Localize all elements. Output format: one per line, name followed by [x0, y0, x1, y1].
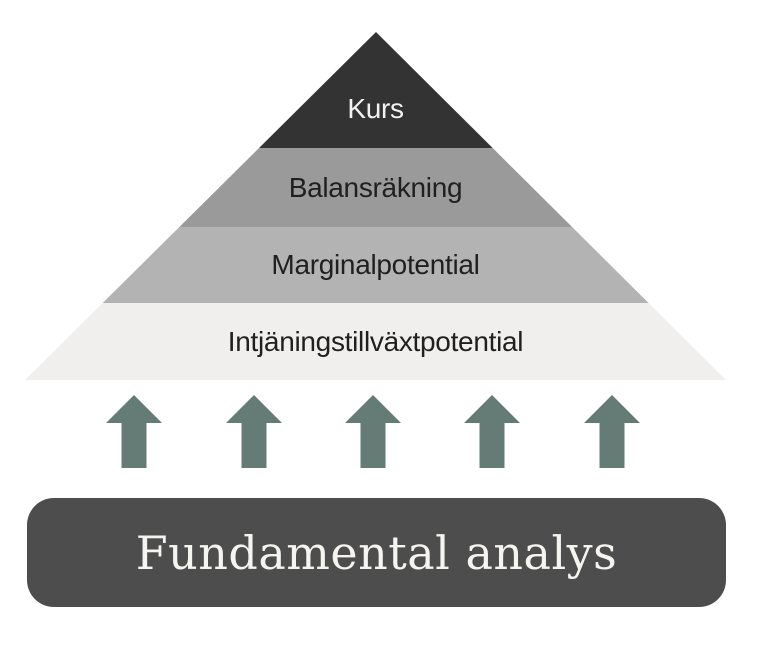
- up-arrow-icon: [584, 395, 640, 468]
- pyramid: Kurs Balansräkning Marginalpotential Int…: [25, 32, 726, 380]
- up-arrow-icon: [106, 395, 162, 468]
- up-arrow-icon: [464, 395, 520, 468]
- pyramid-level-intjaningstillvaxtpotential: Intjäningstillväxtpotential: [25, 303, 726, 380]
- pyramid-level-label: Kurs: [347, 93, 404, 124]
- pyramid-level-label: Marginalpotential: [271, 249, 480, 280]
- pyramid-level-label: Intjäningstillväxtpotential: [227, 325, 524, 357]
- pyramid-level-label: Balansräkning: [288, 171, 463, 203]
- base-box-label: Fundamental analys: [135, 525, 618, 580]
- up-arrow-icon: [226, 395, 282, 468]
- pyramid-level-kurs: Kurs: [25, 32, 726, 148]
- pyramid-level-balansrakning: Balansräkning: [25, 148, 726, 227]
- fundamental-analys-box: Fundamental analys: [27, 498, 726, 607]
- pyramid-level-marginalpotential: Marginalpotential: [25, 227, 726, 303]
- arrow-row: [0, 395, 768, 468]
- up-arrow-icon: [345, 395, 401, 468]
